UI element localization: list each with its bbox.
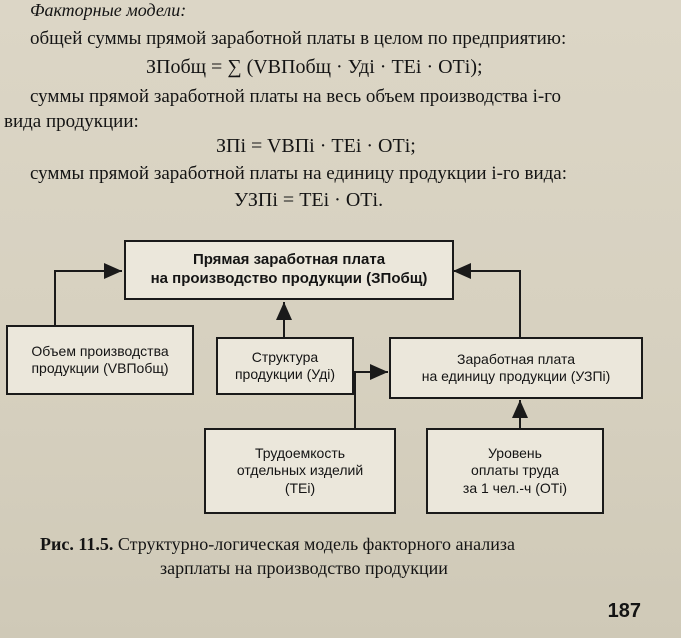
figure-caption-text2: зарплаты на производство продукции xyxy=(160,558,448,578)
box-pay-line3: за 1 чел.-ч (ОТi) xyxy=(462,479,568,496)
box-pay-line1: Уровень xyxy=(488,444,542,461)
box-production-volume: Объем производства продукции (VВПобщ) xyxy=(6,325,194,395)
box-volume-line1: Объем производства xyxy=(31,342,169,359)
figure-number: Рис. 11.5. xyxy=(40,534,114,554)
box-unit-wage: Заработная плата на единицу продукции (У… xyxy=(389,337,643,399)
box-labor-line3: (ТЕi) xyxy=(284,479,316,496)
formula-total: ЗПобщ = ∑ (VВПобщ · Удi · ТЕi · ОТi); xyxy=(146,56,483,78)
box-labor-intensity: Трудоемкость отдельных изделий (ТЕi) xyxy=(204,428,396,514)
figure-caption-text1: Структурно-логическая модель факторного … xyxy=(117,534,516,554)
box-structure-line2: продукции (Удi) xyxy=(234,366,336,382)
text-line-volume: суммы прямой заработной платы на весь об… xyxy=(30,86,561,107)
box-unit-wage-line2: на единицу продукции (УЗПi) xyxy=(421,368,611,384)
figure-caption: Рис. 11.5. Структурно-логическая модель … xyxy=(40,534,515,555)
box-volume-line2: продукции (VВПобщ) xyxy=(31,360,169,376)
arrow-labor-to-wage xyxy=(354,364,388,428)
page-number: 187 xyxy=(607,600,641,622)
box-labor-line1: Трудоемкость xyxy=(254,444,346,461)
text-line-volume-cont: вида продукции: xyxy=(4,111,139,132)
box-labor-line2: отдельных изделий xyxy=(236,462,364,479)
arrow-wage-to-main xyxy=(453,263,521,337)
text-line-total: общей суммы прямой заработной платы в це… xyxy=(30,28,567,49)
models-title: Факторные модели: xyxy=(30,0,187,20)
formula-unit: УЗПi = ТЕi · ОТi. xyxy=(234,189,384,211)
arrow-volume-to-main xyxy=(54,263,122,325)
box-pay-line2: оплаты труда xyxy=(471,462,559,479)
box-unit-wage-line1: Заработная плата xyxy=(457,350,575,367)
box-direct-wage-line1: Прямая заработная плата xyxy=(192,251,386,269)
text-line-unit: суммы прямой заработной платы на единицу… xyxy=(30,163,568,184)
box-structure-line1: Структура xyxy=(251,348,319,365)
box-product-structure: Структура продукции (Удi) xyxy=(216,337,354,395)
box-pay-level: Уровень оплаты труда за 1 чел.-ч (ОТi) xyxy=(426,428,604,514)
formula-volume: ЗПi = VВПi · ТЕi · ОТi; xyxy=(216,135,416,157)
box-direct-wage: Прямая заработная плата на производство … xyxy=(124,240,454,300)
box-direct-wage-line2: на производство продукции (ЗПобщ) xyxy=(150,270,428,287)
